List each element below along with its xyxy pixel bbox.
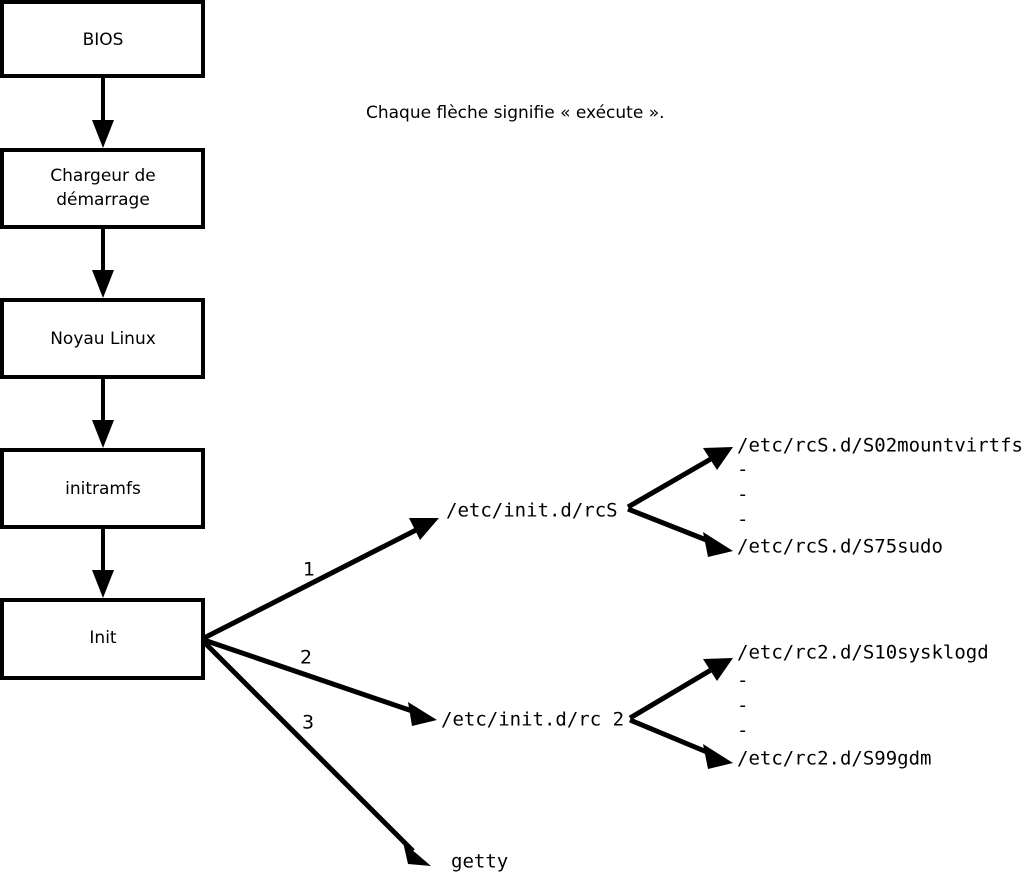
branch-2-line: [203, 637, 419, 716]
box-initramfs-rect: [0, 448, 205, 529]
box-kernel-rect: [0, 298, 205, 379]
branch-2-number: 2: [300, 647, 312, 669]
box-init-rect: [0, 598, 205, 680]
branch-1-arrowhead: [409, 518, 439, 540]
rcs-ellipsis-dash-3: -: [737, 509, 748, 531]
box-bootloader-rect: [0, 148, 205, 229]
rc2-ellipsis-dash-3: -: [737, 720, 748, 742]
box-bootloader: Chargeur de démarrage: [0, 148, 205, 229]
rcs-ellipsis-dash-1: -: [737, 459, 748, 481]
rc2-first-script-label: /etc/rc2.d/S10sysklogd: [737, 642, 989, 664]
rcs-to-first-script-line: [626, 453, 718, 510]
box-bootloader-label-line2: démarrage: [56, 190, 150, 210]
branch-1-number: 1: [303, 559, 315, 581]
rc2-fanout-group: /etc/rc2.d/S10sysklogd - - - /etc/rc2.d/…: [628, 642, 989, 770]
branch-1-group: 1 /etc/init.d/rcS: [202, 500, 618, 641]
rcs-to-last-script-arrowhead: [703, 532, 733, 557]
box-kernel-label: Noyau Linux: [50, 329, 156, 349]
rcs-fanout-group: /etc/rcS.d/S02mountvirtfs - - - /etc/rcS…: [626, 435, 1023, 558]
rc2-to-first-script-arrowhead: [703, 658, 733, 681]
box-bootloader-label-line1: Chargeur de: [50, 166, 155, 186]
arrowhead-bootloader-to-kernel: [92, 270, 114, 298]
rc2-ellipsis-dash-1: -: [737, 670, 748, 692]
branch-3-number: 3: [302, 712, 314, 734]
rc2-last-script-label: /etc/rc2.d/S99gdm: [737, 748, 931, 770]
box-initramfs-label: initramfs: [65, 479, 141, 499]
branch-3-arrowhead: [403, 842, 431, 866]
rcs-last-script-label: /etc/rcS.d/S75sudo: [737, 536, 943, 558]
rc2-to-last-script-line: [629, 717, 715, 758]
box-initramfs: initramfs: [0, 448, 205, 529]
branch-1-line: [202, 524, 424, 641]
branch-1-target-label: /etc/init.d/rcS: [446, 500, 618, 522]
rcs-first-script-label: /etc/rcS.d/S02mountvirtfs: [737, 435, 1023, 457]
rc2-ellipsis-dash-2: -: [737, 695, 748, 717]
branch-3-target-label: getty: [451, 851, 508, 873]
rcs-to-first-script-arrowhead: [703, 447, 733, 470]
branch-3-group: 3 getty: [202, 640, 508, 873]
arrowhead-kernel-to-initramfs: [92, 420, 114, 448]
arrowhead-initramfs-to-init: [92, 570, 114, 598]
box-bios-label: BIOS: [83, 30, 124, 50]
boot-chain-connectors: [92, 76, 114, 598]
branch-2-arrowhead: [408, 702, 437, 726]
box-bios-rect: [0, 0, 205, 78]
rcs-ellipsis-dash-2: -: [737, 484, 748, 506]
rc2-to-first-script-line: [628, 664, 718, 721]
rcs-to-last-script-line: [627, 506, 715, 546]
diagram-caption: Chaque flèche signifie « exécute ».: [366, 103, 665, 123]
branch-2-target-label: /etc/init.d/rc 2: [441, 709, 624, 731]
box-init-label: Init: [89, 628, 117, 648]
box-bios: BIOS: [0, 0, 205, 78]
box-kernel: Noyau Linux: [0, 298, 205, 379]
rc2-to-last-script-arrowhead: [703, 744, 733, 769]
arrowhead-bios-to-bootloader: [92, 120, 114, 148]
branch-2-group: 2 /etc/init.d/rc 2: [203, 637, 624, 731]
box-init: Init: [0, 598, 205, 680]
branch-3-line: [202, 640, 415, 853]
